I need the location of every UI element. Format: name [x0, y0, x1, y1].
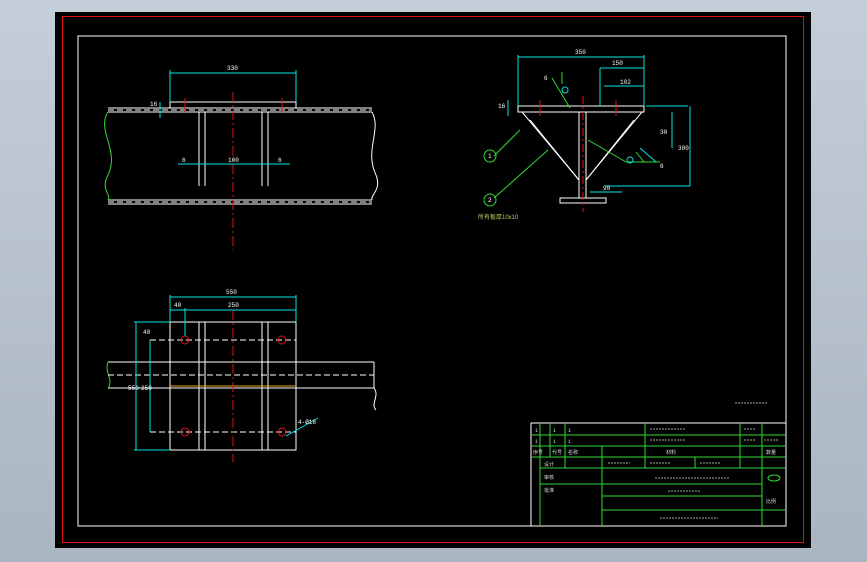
plan-dim-side-b: 550	[128, 385, 139, 392]
section-dim-bottom: 90	[603, 185, 611, 192]
section-weld-right: 6	[660, 163, 664, 170]
tb-row3-c5: 数量	[766, 449, 776, 456]
section-dim-thickness: 16	[498, 103, 506, 110]
tb-row1-c2: 1	[553, 428, 556, 434]
tb-row2-c3: 1	[568, 439, 571, 445]
section-dim-top: 350	[575, 49, 586, 56]
plan-hole-tr	[277, 335, 287, 345]
tb-row1-c3: 1	[568, 428, 571, 434]
tb-row2-c2: 1	[553, 439, 556, 445]
plan-dimensions	[134, 295, 319, 451]
drawing-frame	[62, 16, 804, 543]
section-balloon-2	[483, 193, 497, 207]
elevation-dimensions	[159, 70, 297, 165]
section-dimensions	[507, 55, 691, 193]
tb-row1-c1: 1	[535, 428, 538, 434]
section-balloon-1-label: 1	[488, 153, 492, 160]
tb-row3-c3: 名称	[568, 449, 578, 456]
section-balloon-1	[483, 149, 497, 163]
section-dim-inner: 102	[620, 79, 631, 86]
tb-row3-c1: 序号	[533, 449, 543, 456]
elevation-dim-thickness: 16	[150, 101, 158, 108]
section-note: 所有板厚10x10	[478, 213, 519, 221]
tb-scale: 比例	[766, 498, 776, 505]
plan-dim-top: 550	[226, 289, 237, 296]
title-block	[530, 422, 787, 527]
elevation-dim-mid: 100	[228, 157, 239, 164]
tb-design: 设计	[544, 461, 554, 468]
plan-dim-side-top: 40	[143, 329, 151, 336]
plan-dim-mid: 250	[228, 302, 239, 309]
plan-hole-br	[277, 427, 287, 437]
plan-dim-left: 40	[174, 302, 182, 309]
elevation-view	[104, 101, 379, 205]
plan-hole-bl	[180, 427, 190, 437]
section-dim-right: 150	[612, 60, 623, 67]
elevation-dim-left-gap: 6	[182, 157, 186, 164]
section-dim-height: 300	[678, 145, 689, 152]
tb-row3-c4: 材料	[666, 449, 676, 456]
tb-row2-c1: 1	[535, 439, 538, 445]
section-view	[517, 105, 645, 204]
tb-check: 审核	[544, 474, 554, 481]
tb-approve: 批准	[544, 487, 554, 494]
drawing-viewport[interactable]	[55, 12, 811, 548]
inner-border	[77, 35, 787, 527]
elevation-dim-right-gap: 6	[278, 157, 282, 164]
plan-hole-label: 4-Ø18	[298, 419, 316, 426]
elevation-dim-top: 330	[227, 65, 238, 72]
plan-dim-side-a: 250	[141, 385, 152, 392]
section-dim-small: 30	[660, 129, 668, 136]
section-balloon-2-label: 2	[488, 197, 492, 204]
section-weld-left: 6	[544, 75, 548, 82]
tb-row3-c2: 代号	[552, 449, 562, 456]
